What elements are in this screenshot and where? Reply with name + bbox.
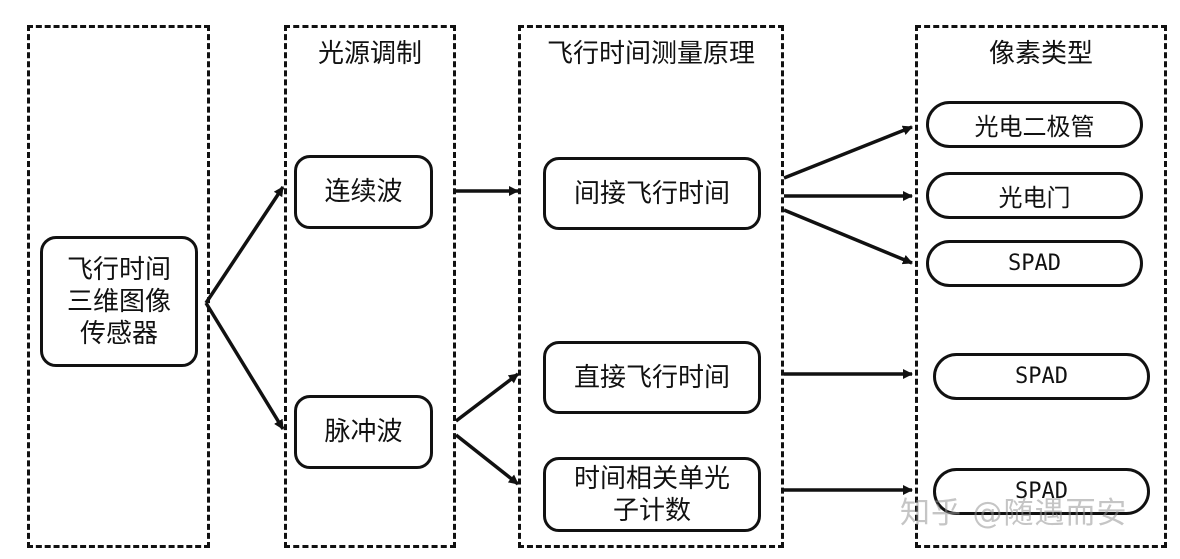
photogate-label: 光电门: [998, 184, 1071, 212]
sensor-line-2: 三维图像: [66, 286, 171, 317]
sensor-line-1: 飞行时间: [66, 254, 171, 285]
spad-label-1: SPAD: [1008, 251, 1061, 276]
principle-column: 飞行时间测量原理: [518, 25, 784, 548]
direct-tof-box: 直接飞行时间: [543, 341, 761, 414]
tcspc-box: 时间相关单光 子计数: [543, 457, 761, 532]
arrow-sensor-to-pulse: [204, 302, 285, 430]
photogate-pill: 光电门: [926, 172, 1143, 219]
tcspc-line-1: 时间相关单光: [573, 463, 730, 494]
watermark: 知乎 @随遇而安: [900, 496, 1128, 531]
pixel-column: 像素类型: [915, 25, 1167, 548]
indirect-tof-box: 间接飞行时间: [543, 157, 761, 230]
arrow-pulse-to-dtof: [454, 372, 520, 423]
photodiode-pill: 光电二极管: [926, 101, 1143, 148]
arrow-itof-to-photodiode: [783, 125, 913, 180]
tof-3d-image-sensor-box: 飞行时间 三维图像 传感器: [40, 236, 198, 367]
spad-label-3: SPAD: [1015, 479, 1068, 504]
pulse-wave-box: 脉冲波: [294, 395, 433, 469]
spad-label-2: SPAD: [1015, 364, 1068, 389]
arrow-sensor-to-cw: [204, 186, 285, 304]
sensor-column: [27, 25, 210, 548]
sensor-line-3: 传感器: [79, 318, 158, 349]
spad-pill-1: SPAD: [926, 240, 1143, 287]
continuous-wave-box: 连续波: [294, 155, 433, 229]
arrow-pulse-to-tcspc: [454, 433, 520, 486]
pulse-wave-label: 脉冲波: [324, 417, 403, 447]
photodiode-label: 光电二极管: [974, 113, 1095, 141]
spad-pill-3: SPAD: [933, 468, 1150, 515]
principle-column-title: 飞行时间测量原理: [546, 39, 755, 69]
arrow-itof-to-spad1: [783, 208, 913, 265]
spad-pill-2: SPAD: [933, 353, 1150, 400]
pixel-column-title: 像素类型: [988, 39, 1093, 69]
indirect-tof-label: 间接飞行时间: [573, 178, 730, 209]
tcspc-line-2: 子计数: [612, 495, 691, 526]
modulation-column: 光源调制: [284, 25, 456, 548]
continuous-wave-label: 连续波: [324, 177, 403, 207]
direct-tof-label: 直接飞行时间: [573, 362, 730, 393]
modulation-column-title: 光源调制: [317, 39, 422, 69]
